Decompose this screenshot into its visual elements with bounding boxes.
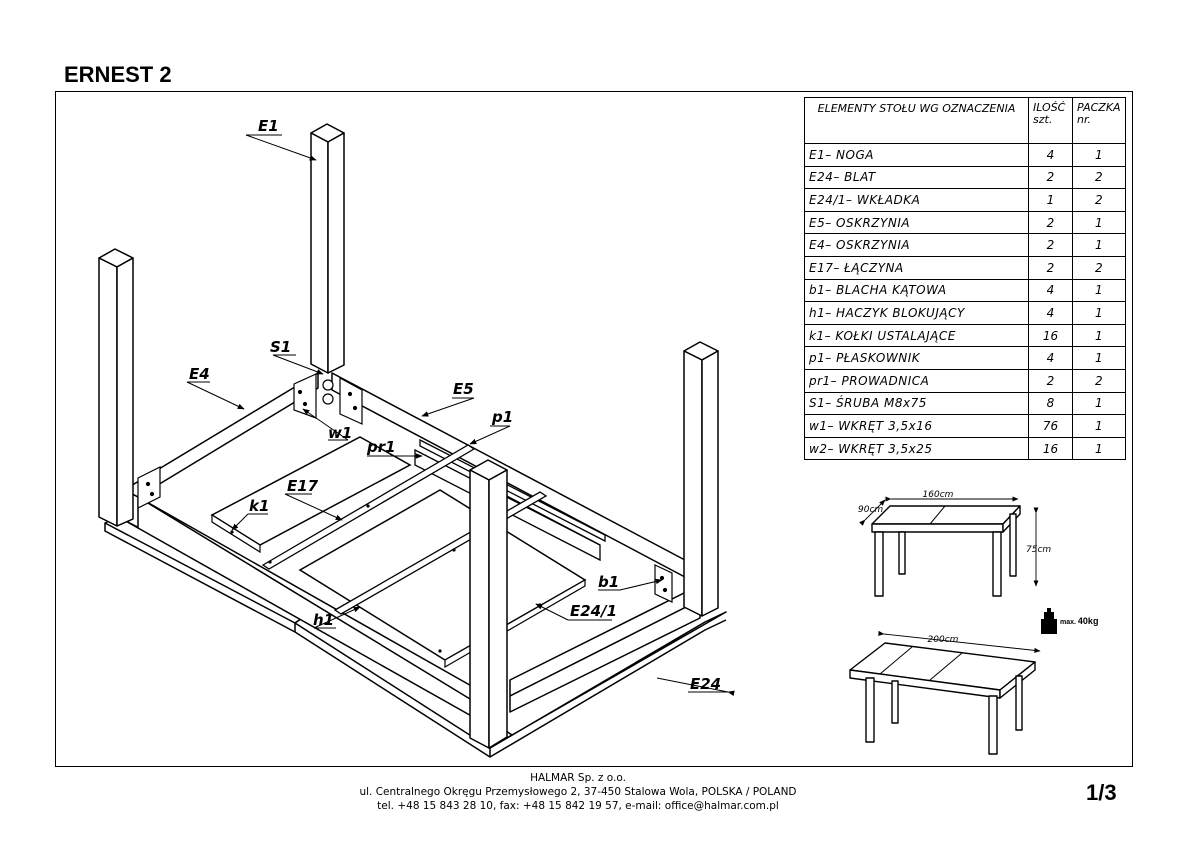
part-name: E17– ŁĄCZYNA <box>804 255 1029 280</box>
part-name: p1– PŁASKOWNIK <box>804 346 1029 370</box>
label-w1: w1 <box>328 424 352 442</box>
part-package: 2 <box>1072 255 1126 280</box>
part-name: b1– BLACHA KĄTOWA <box>804 278 1029 303</box>
table-compact-drawing <box>871 505 1021 597</box>
label-e4: E4 <box>189 365 210 383</box>
part-package: 1 <box>1072 278 1126 303</box>
table-extended-drawing <box>849 642 1036 755</box>
part-package: 1 <box>1072 414 1126 438</box>
label-s1: S1 <box>270 338 291 356</box>
label-k1: k1 <box>249 497 269 515</box>
weight-icon <box>1041 608 1057 634</box>
part-qty: 16 <box>1028 436 1073 461</box>
part-package: 1 <box>1072 233 1126 257</box>
dim-extended: 200cm <box>928 635 959 645</box>
part-qty: 2 <box>1028 210 1073 235</box>
label-e5: E5 <box>453 380 474 398</box>
apron-frame <box>123 372 701 719</box>
part-qty: 76 <box>1028 414 1073 438</box>
label-p1: p1 <box>491 408 513 426</box>
label-e1: E1 <box>258 117 279 135</box>
label-b1: b1 <box>598 573 619 591</box>
part-package: 2 <box>1072 165 1126 190</box>
part-qty: 2 <box>1028 233 1073 257</box>
part-name: E4– OSKRZYNIA <box>804 233 1029 257</box>
part-name: w1– WKRĘT 3,5x16 <box>804 414 1029 438</box>
company-footer: HALMAR Sp. z o.o. ul. Centralnego Okręgu… <box>300 771 856 813</box>
part-qty: 4 <box>1028 278 1073 303</box>
part-package: 1 <box>1072 323 1126 348</box>
company-name: HALMAR Sp. z o.o. <box>530 772 626 784</box>
part-name: w2– WKRĘT 3,5x25 <box>804 436 1029 461</box>
max-load-label: max. 40kg <box>1060 616 1098 626</box>
part-package: 1 <box>1072 436 1126 461</box>
label-pr1: pr1 <box>366 438 396 456</box>
part-name: E24– BLAT <box>804 165 1029 190</box>
dim-width: 160cm <box>923 490 954 500</box>
part-package: 1 <box>1072 210 1126 235</box>
part-name: E5– OSKRZYNIA <box>804 210 1029 235</box>
part-name: E1– NOGA <box>804 143 1029 167</box>
part-qty: 4 <box>1028 143 1073 167</box>
part-package: 1 <box>1072 391 1126 416</box>
company-address: ul. Centralnego Okręgu Przemysłowego 2, … <box>359 786 797 798</box>
part-package: 1 <box>1072 346 1126 370</box>
part-qty: 8 <box>1028 391 1073 416</box>
part-name: E24/1– WKŁADKA <box>804 188 1029 212</box>
part-qty: 2 <box>1028 165 1073 190</box>
label-e17: E17 <box>287 477 319 495</box>
part-qty: 4 <box>1028 346 1073 370</box>
part-name: k1– KOŁKI USTALAJĄCE <box>804 323 1029 348</box>
part-package: 1 <box>1072 301 1126 325</box>
part-name: pr1– PROWADNICA <box>804 368 1029 393</box>
connector-e17-edge <box>211 513 261 554</box>
part-qty: 16 <box>1028 323 1073 348</box>
label-h1: h1 <box>313 611 334 629</box>
part-qty: 2 <box>1028 255 1073 280</box>
part-name: h1– HACZYK BLOKUJĄCY <box>804 301 1029 325</box>
document-title: ERNEST 2 <box>64 62 172 87</box>
dimension-lines <box>859 496 1041 653</box>
header-name: ELEMENTY STOŁU WG OZNACZENIA <box>804 97 1029 144</box>
page-number: 1/3 <box>1086 780 1117 805</box>
part-qty: 4 <box>1028 301 1073 325</box>
leader-lines <box>186 134 735 696</box>
company-contact: tel. +48 15 843 28 10, fax: +48 15 842 1… <box>377 800 779 812</box>
drawing-frame <box>55 91 1133 767</box>
part-qty: 2 <box>1028 368 1073 393</box>
part-package: 2 <box>1072 368 1126 393</box>
part-package: 1 <box>1072 143 1126 167</box>
legs-e1 <box>98 123 719 749</box>
dim-depth: 90cm <box>858 505 883 515</box>
dim-height: 75cm <box>1026 545 1051 555</box>
part-package: 2 <box>1072 188 1126 212</box>
label-e24: E24 <box>690 675 721 693</box>
part-qty: 1 <box>1028 188 1073 212</box>
label-e24-1: E24/1 <box>570 602 617 620</box>
corner-brackets-b1 <box>137 373 673 603</box>
part-name: S1– ŚRUBA M8x75 <box>804 391 1029 416</box>
